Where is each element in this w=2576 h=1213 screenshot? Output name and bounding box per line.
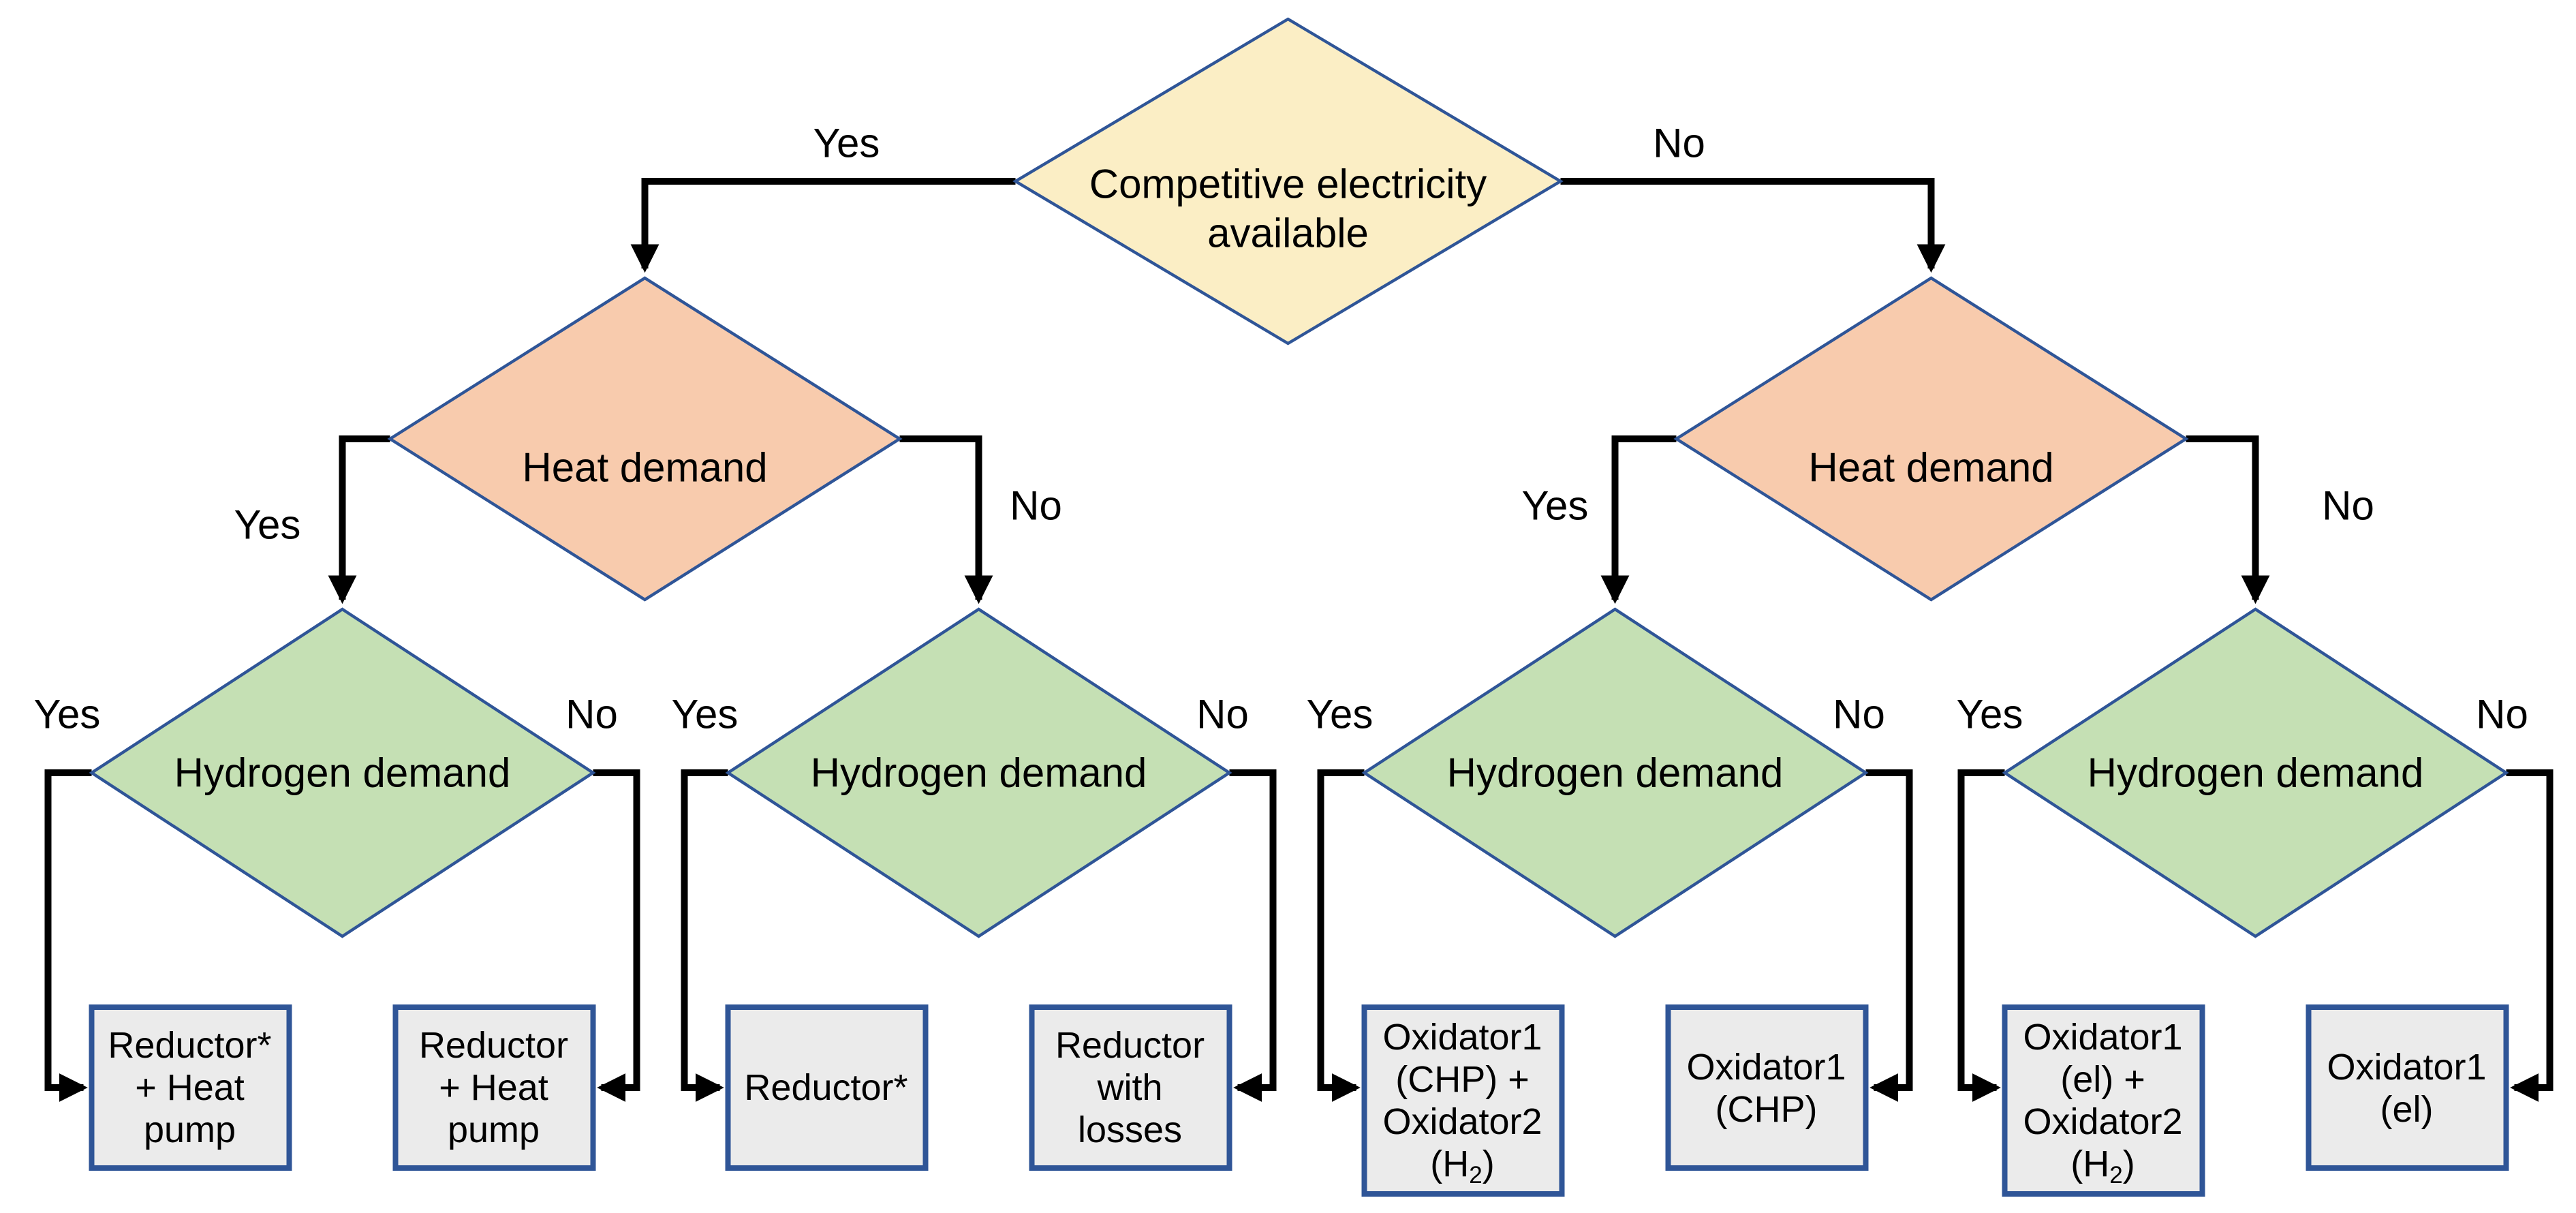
hydrogen4-question: Hydrogen demand xyxy=(2088,750,2424,796)
hydrogen4-no-label: No xyxy=(2476,692,2528,737)
hydrogen2-no-label: No xyxy=(1196,692,1249,737)
root-decision-node: Competitive electricity available xyxy=(1012,17,1564,346)
root-yes-label: Yes xyxy=(813,121,880,166)
heat-right-question: Heat demand xyxy=(1808,445,2053,491)
leaf7-line3: Oxidator2 xyxy=(2023,1101,2182,1142)
edge-heat-left-no xyxy=(899,435,993,604)
leaf-reductor-star-heat-pump: Reductor* + Heat pump xyxy=(89,1004,292,1171)
leaf7-line4: (H2) xyxy=(2070,1143,2135,1188)
leaf1-line3: pump xyxy=(144,1109,236,1150)
edge-hydrogen3-no xyxy=(1865,769,1913,1102)
leaf-box-2 xyxy=(392,1004,596,1171)
leaf-box-5 xyxy=(1361,1004,1565,1197)
edge-hydrogen3-yes xyxy=(1317,769,1365,1102)
leaf5-line3: Oxidator2 xyxy=(1382,1101,1542,1142)
leaf1-line1: Reductor* xyxy=(108,1025,271,1066)
leaf-oxidator1-el-oxidator2-h2: Oxidator1 (el) + Oxidator2 (H2) xyxy=(2002,1004,2205,1197)
leaf7-line1: Oxidator1 xyxy=(2023,1017,2182,1058)
hydrogen2-question: Hydrogen demand xyxy=(811,750,1147,796)
root-diamond xyxy=(1012,17,1564,346)
edge-heat-right-yes xyxy=(1600,435,1677,604)
leaf5-line2: (CHP) + xyxy=(1395,1059,1530,1100)
leaf4-line2: with xyxy=(1096,1067,1162,1108)
leaf-box-3 xyxy=(725,1004,929,1171)
leaf-box-4 xyxy=(1029,1004,1232,1171)
hydrogen4-diamond xyxy=(2002,607,2509,938)
heat-right-yes-label: Yes xyxy=(1522,483,1589,529)
leaf-reductor-with-losses: Reductor with losses xyxy=(1029,1004,1232,1171)
hydrogen-demand-node-3: Hydrogen demand xyxy=(1361,607,1869,938)
heat-left-question: Heat demand xyxy=(522,445,767,491)
branch-labels: Yes No Yes No Yes No Yes No Yes No Yes N… xyxy=(34,121,2528,737)
leaf-oxidator1-chp-oxidator2-h2: Oxidator1 (CHP) + Oxidator2 (H2) xyxy=(1361,1004,1565,1197)
leaf-box-8 xyxy=(2306,1004,2509,1171)
edge-heat-left-yes xyxy=(328,435,390,604)
hydrogen1-diamond xyxy=(89,607,596,938)
hydrogen4-yes-label: Yes xyxy=(1957,692,2023,737)
leaf2-line1: Reductor xyxy=(419,1025,568,1066)
leaf-reductor-star: Reductor* xyxy=(725,1004,929,1171)
edge-hydrogen4-yes xyxy=(1957,769,2005,1102)
leaf5-line4: (H2) xyxy=(1430,1143,1494,1188)
hydrogen3-no-label: No xyxy=(1833,692,1885,737)
leaf-box-6 xyxy=(1665,1004,1869,1171)
root-question-line2: available xyxy=(1207,211,1369,256)
heat-right-no-label: No xyxy=(2322,483,2374,529)
leaf7-line2: (el) + xyxy=(2060,1059,2145,1100)
hydrogen3-yes-label: Yes xyxy=(1307,692,1374,737)
heat-left-diamond xyxy=(387,276,903,602)
leaf5-line1: Oxidator1 xyxy=(1382,1017,1542,1058)
hydrogen-demand-node-4: Hydrogen demand xyxy=(2002,607,2509,938)
leaf2-line3: pump xyxy=(448,1109,540,1150)
hydrogen1-yes-label: Yes xyxy=(34,692,101,737)
edge-hydrogen2-no xyxy=(1229,769,1277,1102)
leaf-reductor-heat-pump: Reductor + Heat pump xyxy=(392,1004,596,1171)
hydrogen2-diamond xyxy=(725,607,1232,938)
connectors xyxy=(44,178,2554,1102)
root-no-label: No xyxy=(1653,121,1705,166)
heat-demand-left-node: Heat demand xyxy=(387,276,903,602)
leaf6-line2: (CHP) xyxy=(1716,1089,1818,1130)
edge-hydrogen4-no xyxy=(2506,769,2554,1102)
leaf8-line2: (el) xyxy=(2380,1089,2434,1130)
edge-hydrogen2-yes xyxy=(681,769,728,1102)
heat-left-yes-label: Yes xyxy=(234,502,301,548)
leaf6-line1: Oxidator1 xyxy=(1686,1047,1846,1088)
leaf2-line2: + Heat xyxy=(439,1067,548,1108)
leaf8-line1: Oxidator1 xyxy=(2327,1047,2486,1088)
edge-root-yes xyxy=(630,178,1016,273)
hydrogen-demand-node-2: Hydrogen demand xyxy=(725,607,1232,938)
edge-hydrogen1-no xyxy=(593,769,640,1102)
edge-root-no xyxy=(1560,178,1946,273)
heat-right-diamond xyxy=(1673,276,2189,602)
hydrogen-demand-node-1: Hydrogen demand xyxy=(89,607,596,938)
root-question-line1: Competitive electricity xyxy=(1089,162,1487,207)
leaf-box-1 xyxy=(89,1004,292,1171)
heat-left-no-label: No xyxy=(1010,483,1062,529)
leaf1-line2: + Heat xyxy=(135,1067,245,1108)
hydrogen1-question: Hydrogen demand xyxy=(174,750,511,796)
leaf-oxidator1-chp: Oxidator1 (CHP) xyxy=(1665,1004,1869,1171)
edge-heat-right-no xyxy=(2186,435,2270,604)
hydrogen3-question: Hydrogen demand xyxy=(1447,750,1784,796)
edge-hydrogen1-yes xyxy=(44,769,92,1102)
leaf4-line3: losses xyxy=(1078,1109,1182,1150)
leaf-oxidator1-el: Oxidator1 (el) xyxy=(2306,1004,2509,1171)
leaf4-line1: Reductor xyxy=(1055,1025,1205,1066)
hydrogen2-yes-label: Yes xyxy=(672,692,739,737)
heat-demand-right-node: Heat demand xyxy=(1673,276,2189,602)
hydrogen3-diamond xyxy=(1361,607,1869,938)
leaf-box-7 xyxy=(2002,1004,2205,1197)
hydrogen1-no-label: No xyxy=(565,692,618,737)
leaf3-line1: Reductor* xyxy=(744,1067,907,1108)
